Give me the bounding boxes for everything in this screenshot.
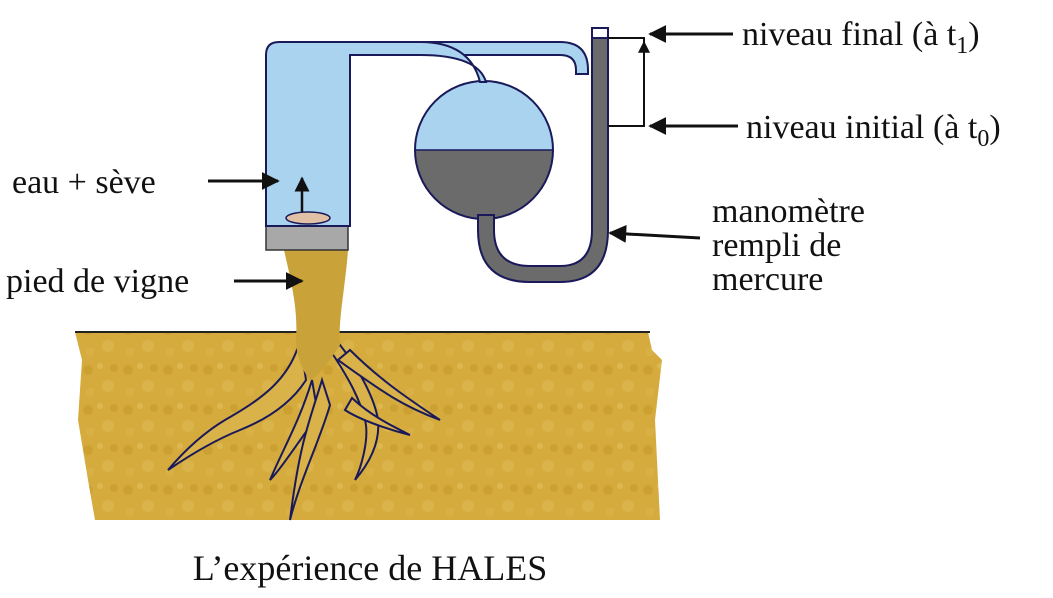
vine-roots — [167, 339, 441, 521]
initial-level-label: niveau initial (à t0) — [746, 109, 1001, 152]
diagram-caption: L’expérience de HALES — [193, 548, 548, 588]
manometer-bulb — [414, 80, 554, 220]
manometer-label-line3: mercure — [712, 261, 823, 298]
manometer-arrow — [608, 224, 701, 243]
manometer-label-line1: manomètre — [712, 193, 865, 230]
manometer-label-line2: rempli de — [712, 227, 841, 264]
water-column — [265, 41, 589, 227]
manometer-open-end — [591, 27, 609, 39]
tube-to-bulb — [350, 41, 488, 83]
level-change-bracket — [608, 37, 650, 127]
stopper-seal — [265, 225, 349, 251]
vine-stump-label: pied de vigne — [6, 263, 189, 300]
manometer-u-tube — [477, 37, 609, 283]
water-sap-label: eau + sève — [12, 164, 156, 201]
final-level-label: niveau final (à t1) — [742, 16, 980, 59]
cut-stem-surface — [285, 211, 331, 225]
